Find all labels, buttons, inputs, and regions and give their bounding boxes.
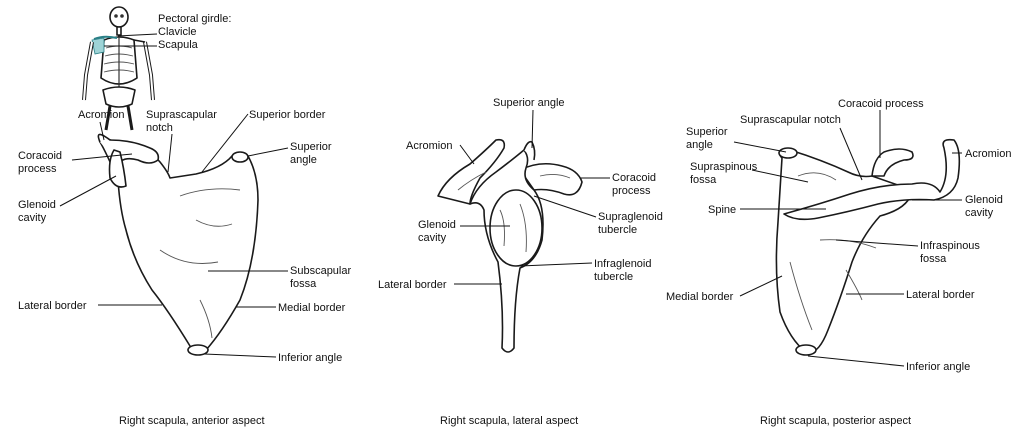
anterior-medial-border-label: Medial border <box>278 302 346 314</box>
anterior-lateral-border-label: Lateral border <box>18 300 87 312</box>
anterior-coracoid-label-2: process <box>18 163 57 175</box>
posterior-suprascapular-notch-label: Suprascapular notch <box>740 114 841 126</box>
anterior-coracoid-label-1: Coracoid <box>18 150 62 162</box>
scapula-highlight <box>91 37 105 55</box>
anterior-scapula <box>97 133 259 356</box>
anterior-superior-border-label: Superior border <box>249 109 326 121</box>
clavicle-highlight <box>93 35 118 40</box>
lateral-infraglenoid-label-1: Infraglenoid <box>594 258 652 270</box>
anterior-subscapular-fossa-label-2: fossa <box>290 278 317 290</box>
posterior-caption: Right scapula, posterior aspect <box>760 415 911 427</box>
anterior-caption: Right scapula, anterior aspect <box>119 415 265 427</box>
posterior-supraspinous-label-1: Supraspinous <box>690 161 758 173</box>
posterior-supraspinous-label-2: fossa <box>690 174 717 186</box>
lateral-lateral-border-label: Lateral border <box>378 279 447 291</box>
lateral-supraglenoid-label-1: Supraglenoid <box>598 211 663 223</box>
posterior-coracoid-label: Coracoid process <box>838 98 924 110</box>
inset-clavicle-label: Clavicle <box>158 26 197 38</box>
lateral-coracoid-label-1: Coracoid <box>612 172 656 184</box>
posterior-inferior-angle-label: Inferior angle <box>906 361 970 373</box>
anterior-suprascapular-notch-label-2: notch <box>146 122 173 134</box>
lateral-scapula <box>437 138 583 353</box>
anterior-superior-angle-label-1: Superior <box>290 141 332 153</box>
anterior-inferior-angle-label: Inferior angle <box>278 352 342 364</box>
skull-icon <box>109 6 129 28</box>
anterior-subscapular-fossa-label-1: Subscapular <box>290 265 351 277</box>
anterior-glenoid-label-2: cavity <box>18 212 47 224</box>
anterior-suprascapular-notch-label-1: Suprascapular <box>146 109 217 121</box>
anterior-glenoid-label-1: Glenoid <box>18 199 56 211</box>
posterior-superior-angle-label-1: Superior <box>686 126 728 138</box>
lateral-caption: Right scapula, lateral aspect <box>440 415 578 427</box>
lateral-glenoid-label-1: Glenoid <box>418 219 456 231</box>
posterior-infraspinous-label-1: Infraspinous <box>920 240 980 252</box>
posterior-spine-label: Spine <box>708 204 736 216</box>
lateral-coracoid-label-2: process <box>612 185 651 197</box>
posterior-glenoid-label-2: cavity <box>965 207 994 219</box>
anterior-acromion-label: Acromion <box>78 109 124 121</box>
lateral-glenoid-label-2: cavity <box>418 232 447 244</box>
inset-title: Pectoral girdle: <box>158 13 231 25</box>
posterior-acromion-label: Acromion <box>965 148 1011 160</box>
posterior-scapula <box>775 138 961 356</box>
lateral-infraglenoid-label-2: tubercle <box>594 271 633 283</box>
skeleton-inset <box>82 6 158 131</box>
lateral-superior-angle-label: Superior angle <box>493 97 565 109</box>
lateral-supraglenoid-label-2: tubercle <box>598 224 637 236</box>
posterior-lateral-border-label: Lateral border <box>906 289 975 301</box>
posterior-glenoid-label-1: Glenoid <box>965 194 1003 206</box>
posterior-medial-border-label: Medial border <box>666 291 734 303</box>
inset-scapula-label: Scapula <box>158 39 199 51</box>
lateral-acromion-label: Acromion <box>406 140 452 152</box>
posterior-infraspinous-label-2: fossa <box>920 253 947 265</box>
posterior-superior-angle-label-2: angle <box>686 139 713 151</box>
anterior-superior-angle-label-2: angle <box>290 154 317 166</box>
